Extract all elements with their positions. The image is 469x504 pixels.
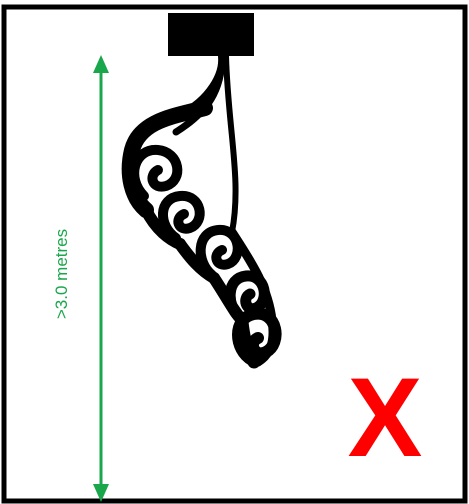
- ceiling-mount: [168, 13, 254, 56]
- hanging-swirl-decoration: [130, 56, 276, 362]
- height-dimension-label: >3.0 metres: [52, 229, 71, 319]
- height-dimension-arrow: [93, 55, 109, 502]
- not-allowed-mark: X: [348, 355, 423, 480]
- arrowhead-up-icon: [93, 55, 109, 73]
